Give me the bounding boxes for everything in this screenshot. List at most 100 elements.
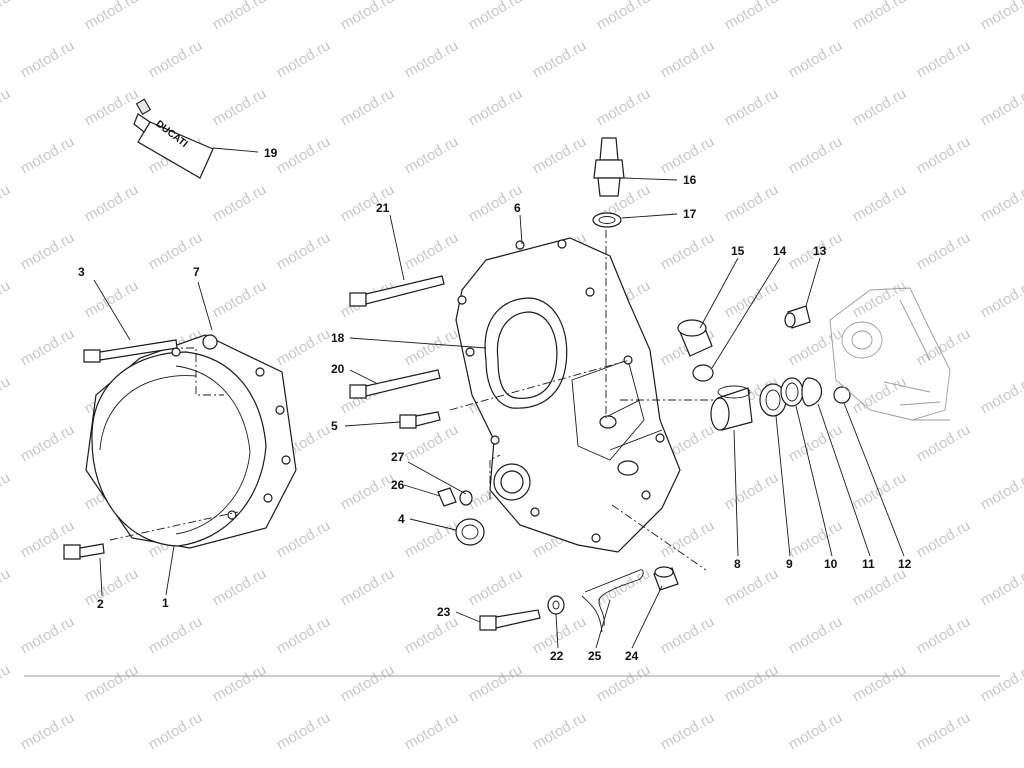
watermark-text: motod.ru bbox=[530, 37, 590, 81]
callout-19: 19 bbox=[264, 146, 278, 160]
callout-10: 10 bbox=[824, 557, 838, 571]
callout-1: 1 bbox=[162, 596, 169, 610]
washer-10 bbox=[780, 377, 804, 407]
bushing-24 bbox=[653, 566, 679, 591]
watermark-text: motod.ru bbox=[82, 85, 142, 129]
watermark-text: motod.ru bbox=[82, 0, 142, 33]
watermark-text: motod.ru bbox=[786, 325, 846, 369]
callout-23: 23 bbox=[437, 605, 451, 619]
watermark-text: motod.ru bbox=[338, 0, 398, 33]
watermark-text: motod.ru bbox=[722, 661, 782, 705]
watermark-text: motod.ru bbox=[466, 661, 526, 705]
watermark-text: motod.ru bbox=[0, 373, 13, 417]
watermark-text: motod.ru bbox=[786, 709, 846, 753]
watermark-text: motod.ru bbox=[402, 133, 462, 177]
callout-14: 14 bbox=[773, 244, 787, 258]
watermark-text: motod.ru bbox=[210, 0, 270, 33]
cover-screw-2 bbox=[63, 543, 105, 560]
watermark-text: motod.ru bbox=[786, 517, 846, 561]
watermark-text: motod.ru bbox=[210, 277, 270, 321]
watermark-text: motod.ru bbox=[82, 661, 142, 705]
watermark-text: motod.ru bbox=[978, 469, 1024, 513]
watermark-text: motod.ru bbox=[594, 85, 654, 129]
callout-18: 18 bbox=[331, 331, 345, 345]
watermark-text: motod.ru bbox=[914, 517, 974, 561]
callout-12: 12 bbox=[898, 557, 912, 571]
watermark-text: motod.ru bbox=[82, 277, 142, 321]
o-ring-12 bbox=[833, 386, 851, 404]
watermark-text: motod.ru bbox=[18, 229, 78, 273]
watermark-text: motod.ru bbox=[850, 373, 910, 417]
watermark-text: motod.ru bbox=[978, 0, 1024, 33]
callout-21: 21 bbox=[376, 201, 390, 215]
watermark-text: motod.ru bbox=[722, 181, 782, 225]
callout-26: 26 bbox=[391, 478, 405, 492]
watermark-text: motod.ru bbox=[658, 517, 718, 561]
watermark-text: motod.ru bbox=[914, 709, 974, 753]
watermark-text: motod.ru bbox=[850, 565, 910, 609]
watermark-text: motod.ru bbox=[0, 565, 13, 609]
watermark-text: motod.ru bbox=[18, 325, 78, 369]
watermark-text: motod.ru bbox=[210, 85, 270, 129]
watermark-text: motod.ru bbox=[914, 325, 974, 369]
watermark-text: motod.ru bbox=[658, 37, 718, 81]
watermark-text: motod.ru bbox=[850, 0, 910, 33]
watermark-text: motod.ru bbox=[146, 613, 206, 657]
watermark-text: motod.ru bbox=[402, 613, 462, 657]
watermark-text: motod.ru bbox=[466, 565, 526, 609]
callout-5: 5 bbox=[331, 419, 338, 433]
watermark-text: motod.ru bbox=[658, 709, 718, 753]
watermark-text: motod.ru bbox=[210, 661, 270, 705]
watermark-text: motod.ru bbox=[978, 181, 1024, 225]
watermark-text: motod.ru bbox=[274, 229, 334, 273]
watermark-text: motod.ru bbox=[338, 661, 398, 705]
callout-27: 27 bbox=[391, 450, 405, 464]
watermark-text: motod.ru bbox=[82, 565, 142, 609]
callout-15: 15 bbox=[731, 244, 745, 258]
watermark-text: motod.ru bbox=[530, 133, 590, 177]
callout-4: 4 bbox=[398, 512, 405, 526]
watermark-text: motod.ru bbox=[722, 277, 782, 321]
callout-13: 13 bbox=[813, 244, 827, 258]
screw-5 bbox=[399, 411, 441, 429]
watermark-text: motod.ru bbox=[594, 565, 654, 609]
watermark-text: motod.ru bbox=[658, 229, 718, 273]
watermark-text: motod.ru bbox=[18, 613, 78, 657]
watermark-text: motod.ru bbox=[0, 85, 13, 129]
watermark-text: motod.ru bbox=[658, 133, 718, 177]
clutch-cover-part bbox=[85, 334, 297, 549]
watermark-text: motod.ru bbox=[722, 0, 782, 33]
watermark-text: motod.ru bbox=[466, 85, 526, 129]
watermark-text: motod.ru bbox=[850, 181, 910, 225]
circlip-11 bbox=[801, 377, 823, 407]
watermark-text: motod.ru bbox=[18, 709, 78, 753]
long-screw-20 bbox=[349, 369, 441, 399]
watermark-text: motod.ru bbox=[338, 85, 398, 129]
plug-15 bbox=[677, 319, 713, 357]
watermark-text: motod.ru bbox=[274, 517, 334, 561]
callout-16: 16 bbox=[683, 173, 697, 187]
pin-13 bbox=[784, 305, 811, 329]
watermark-text: motod.ru bbox=[18, 421, 78, 465]
watermark-text: motod.ru bbox=[978, 565, 1024, 609]
callout-3: 3 bbox=[78, 265, 85, 279]
watermark-text: motod.ru bbox=[210, 181, 270, 225]
callout-24: 24 bbox=[625, 649, 639, 663]
long-screw-21 bbox=[349, 275, 445, 307]
watermark-text: motod.ru bbox=[402, 37, 462, 81]
watermark-text: motod.ru bbox=[18, 133, 78, 177]
watermark-text: motod.ru bbox=[850, 85, 910, 129]
watermark-text: motod.ru bbox=[850, 661, 910, 705]
watermark-text: motod.ru bbox=[978, 373, 1024, 417]
cover-screw-3 bbox=[83, 339, 178, 363]
engine-case-reference bbox=[829, 287, 951, 421]
o-ring-14 bbox=[692, 364, 714, 382]
watermark-text: motod.ru bbox=[658, 613, 718, 657]
callout-9: 9 bbox=[786, 557, 793, 571]
watermark-text: motod.ru bbox=[274, 37, 334, 81]
watermark-text: motod.ru bbox=[850, 469, 910, 513]
watermark-text: motod.ru bbox=[402, 325, 462, 369]
watermark-text: motod.ru bbox=[210, 565, 270, 609]
nut-26 bbox=[437, 487, 457, 507]
